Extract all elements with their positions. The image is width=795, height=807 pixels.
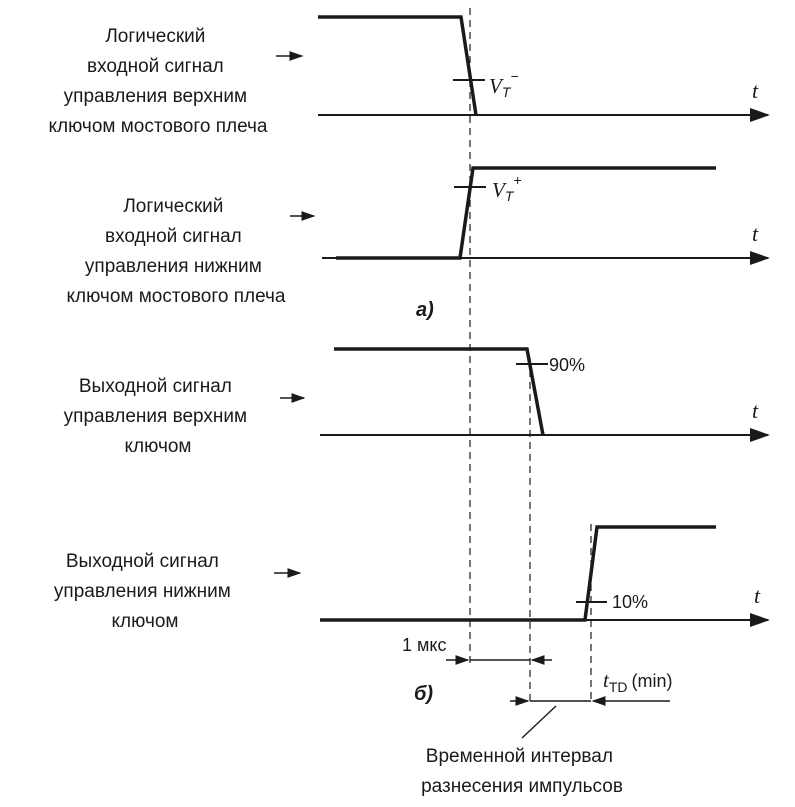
part-label-b: б) <box>414 683 433 705</box>
signal-label: Логический входной сигнал управления ниж… <box>66 196 285 307</box>
level-label-10: 10% <box>612 592 648 612</box>
reference-lines <box>469 8 592 703</box>
level-label-90: 90% <box>549 355 585 375</box>
interval-leader <box>521 705 557 739</box>
label-line: управления верхним <box>64 406 247 427</box>
interval-caption: Временной интервал разнесения импульсов <box>421 746 623 797</box>
caption-line: разнесения импульсов <box>421 776 623 797</box>
axis-t-label: t <box>752 78 759 103</box>
axis-t-label: t <box>752 221 759 246</box>
signal-label: Выходной сигнал управления нижним ключом <box>54 551 236 632</box>
signal-label: Выходной сигнал управления верхним ключо… <box>64 376 253 457</box>
threshold-label: VT+ <box>492 172 522 204</box>
label-line: ключом мостового плеча <box>48 116 267 137</box>
part-label-a: a) <box>416 299 434 321</box>
signal-upper-output: Выходной сигнал управления верхним ключо… <box>64 347 770 457</box>
caption-line: Временной интервал <box>426 746 613 767</box>
label-line: управления верхним <box>64 86 247 107</box>
threshold-label: VT− <box>489 68 519 100</box>
label-line: Логический <box>123 196 223 217</box>
label-line: управления нижним <box>54 581 231 602</box>
label-line: Выходной сигнал <box>79 376 232 397</box>
label-line: ключом <box>125 436 192 457</box>
delay-label: 1 мкс <box>402 635 446 655</box>
label-line: входной сигнал <box>87 56 224 77</box>
label-line: Логический <box>105 26 205 47</box>
waveform <box>318 15 478 116</box>
signal-lower-logic-input: Логический входной сигнал управления ниж… <box>66 166 770 321</box>
axis-t-label: t <box>754 583 761 608</box>
dead-time-label: tTD(min) <box>603 668 673 695</box>
timing-annotations: 1 мкс б) tTD(min) Временной интервал раз… <box>402 635 673 797</box>
signal-label: Логический входной сигнал управления вер… <box>48 26 267 137</box>
label-line: входной сигнал <box>105 226 242 247</box>
waveform <box>320 525 716 622</box>
waveform <box>334 347 545 436</box>
label-line: управления нижним <box>85 256 262 277</box>
label-line: ключом мостового плеча <box>66 286 285 307</box>
waveform <box>336 166 716 260</box>
label-line: Выходной сигнал <box>66 551 219 572</box>
axis-t-label: t <box>752 398 759 423</box>
signal-upper-logic-input: Логический входной сигнал управления вер… <box>48 15 770 137</box>
label-line: ключом <box>112 611 179 632</box>
signal-lower-output: Выходной сигнал управления нижним ключом… <box>54 525 770 632</box>
